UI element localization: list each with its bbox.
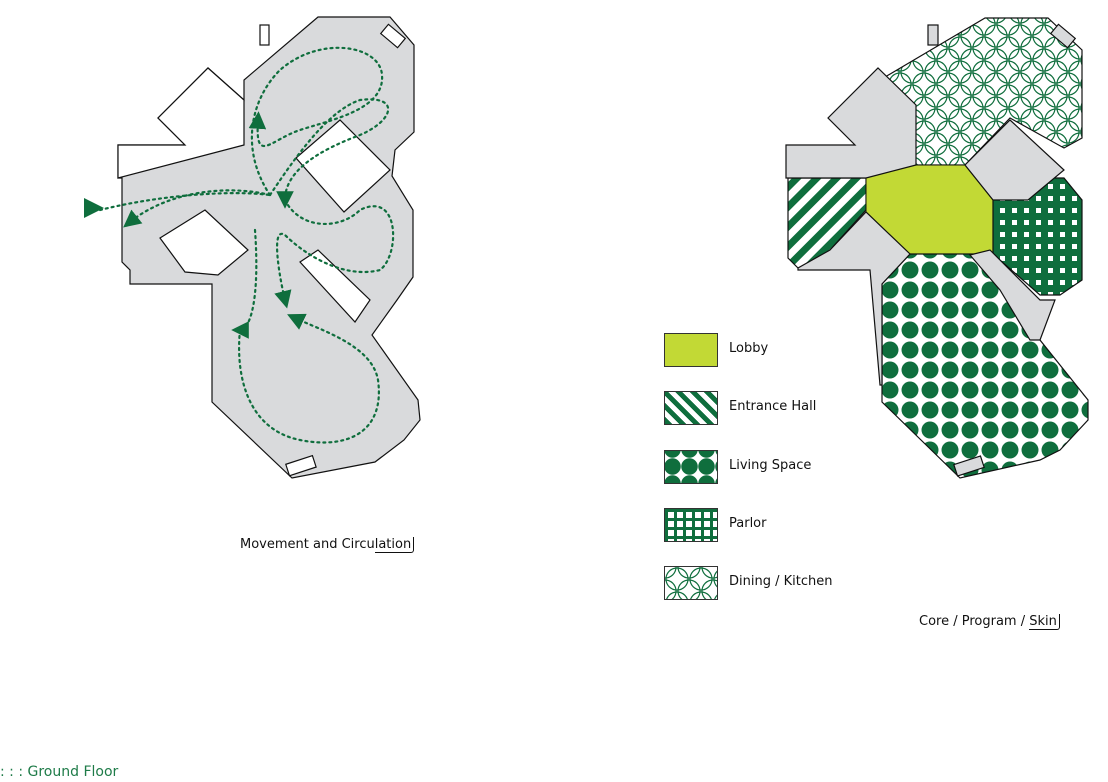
caption-core-program-skin: Core / Program / Skin [919, 614, 1060, 630]
swatch-dining-kitchen [664, 566, 718, 600]
swatch-parlor [664, 508, 718, 542]
floor-plate [117, 16, 421, 479]
swatch-entrance-hall [664, 391, 718, 425]
legend-label: Dining / Kitchen [729, 574, 833, 589]
courtyard-left [159, 209, 249, 276]
chimney [259, 24, 270, 46]
caption-movement-circulation: Movement and Circulation [240, 537, 415, 553]
entry-arrow-icon [84, 198, 104, 218]
caption-head: Core / Program / [919, 614, 1026, 629]
circulation-paths [98, 46, 395, 444]
notch-top [379, 23, 407, 49]
swatch-lobby [664, 333, 718, 367]
floor-label: : : : Ground Floor [0, 764, 119, 780]
courtyard-right [299, 249, 371, 323]
courtyard-upper [295, 119, 391, 213]
legend-label: Lobby [729, 341, 769, 356]
legend-label: Living Space [729, 458, 812, 473]
legend-label: Entrance Hall [729, 399, 817, 414]
caption-tail: lation [374, 537, 415, 553]
caption-head: Movement and Circu [240, 537, 375, 552]
wall-segment [117, 67, 245, 179]
swatch-living-space [664, 450, 718, 484]
legend-label: Parlor [729, 516, 767, 531]
caption-tail: Skin [1029, 614, 1060, 630]
entry-step [285, 454, 317, 477]
